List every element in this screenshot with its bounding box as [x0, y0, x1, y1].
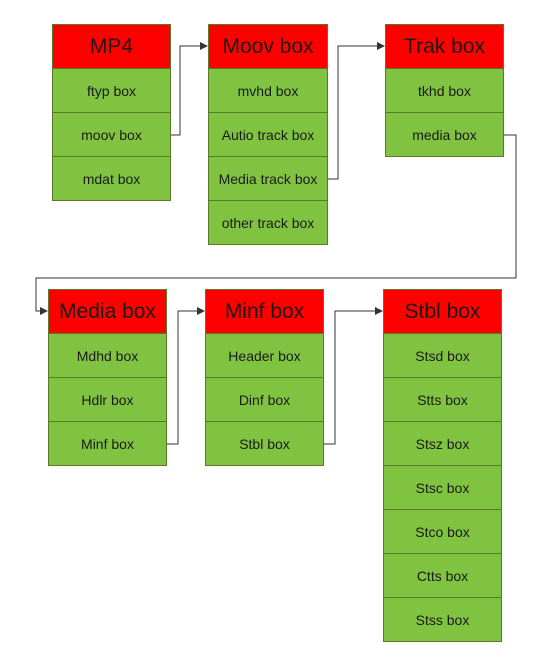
- moov-item-mvhd: mvhd box: [208, 68, 328, 113]
- trak-box-group: Trak box tkhd box media box: [385, 24, 504, 157]
- connector-stbl-to-stbl-box: [324, 307, 383, 445]
- moov-item-audio-track: Autio track box: [208, 112, 328, 157]
- minf-item-header: Header box: [205, 333, 324, 378]
- trak-item-tkhd: tkhd box: [385, 68, 504, 113]
- stbl-item-stsz: Stsz box: [383, 421, 502, 466]
- trak-item-media: media box: [385, 112, 504, 157]
- mp4-box-header: MP4: [52, 24, 171, 69]
- mp4-box-group: MP4 ftyp box moov box mdat box: [52, 24, 171, 201]
- trak-box-header: Trak box: [385, 24, 504, 69]
- media-box-group: Media box Mdhd box Hdlr box Minf box: [48, 289, 167, 466]
- connector-media-to-media-box: [35, 134, 517, 315]
- moov-item-media-track: Media track box: [208, 156, 328, 201]
- minf-box-header: Minf box: [205, 289, 324, 334]
- stbl-item-stts: Stts box: [383, 377, 502, 422]
- connector-minf-to-minf-box: [167, 307, 205, 445]
- stbl-box-header: Stbl box: [383, 289, 502, 334]
- stbl-box-group: Stbl box Stsd box Stts box Stsz box Stsc…: [383, 289, 502, 642]
- mp4-item-mdat: mdat box: [52, 156, 171, 201]
- media-box-header: Media box: [48, 289, 167, 334]
- media-item-mdhd: Mdhd box: [48, 333, 167, 378]
- minf-item-stbl: Stbl box: [205, 421, 324, 466]
- stbl-item-stco: Stco box: [383, 509, 502, 554]
- media-item-hdlr: Hdlr box: [48, 377, 167, 422]
- moov-box-header: Moov box: [208, 24, 328, 69]
- stbl-item-stss: Stss box: [383, 597, 502, 642]
- connector-media-track-to-trak-box: [328, 42, 385, 180]
- media-item-minf: Minf box: [48, 421, 167, 466]
- stbl-item-stsd: Stsd box: [383, 333, 502, 378]
- moov-item-other-track: other track box: [208, 200, 328, 245]
- minf-box-group: Minf box Header box Dinf box Stbl box: [205, 289, 324, 466]
- connector-moov-to-moov-box: [171, 42, 208, 136]
- moov-box-group: Moov box mvhd box Autio track box Media …: [208, 24, 328, 245]
- mp4-item-moov: moov box: [52, 112, 171, 157]
